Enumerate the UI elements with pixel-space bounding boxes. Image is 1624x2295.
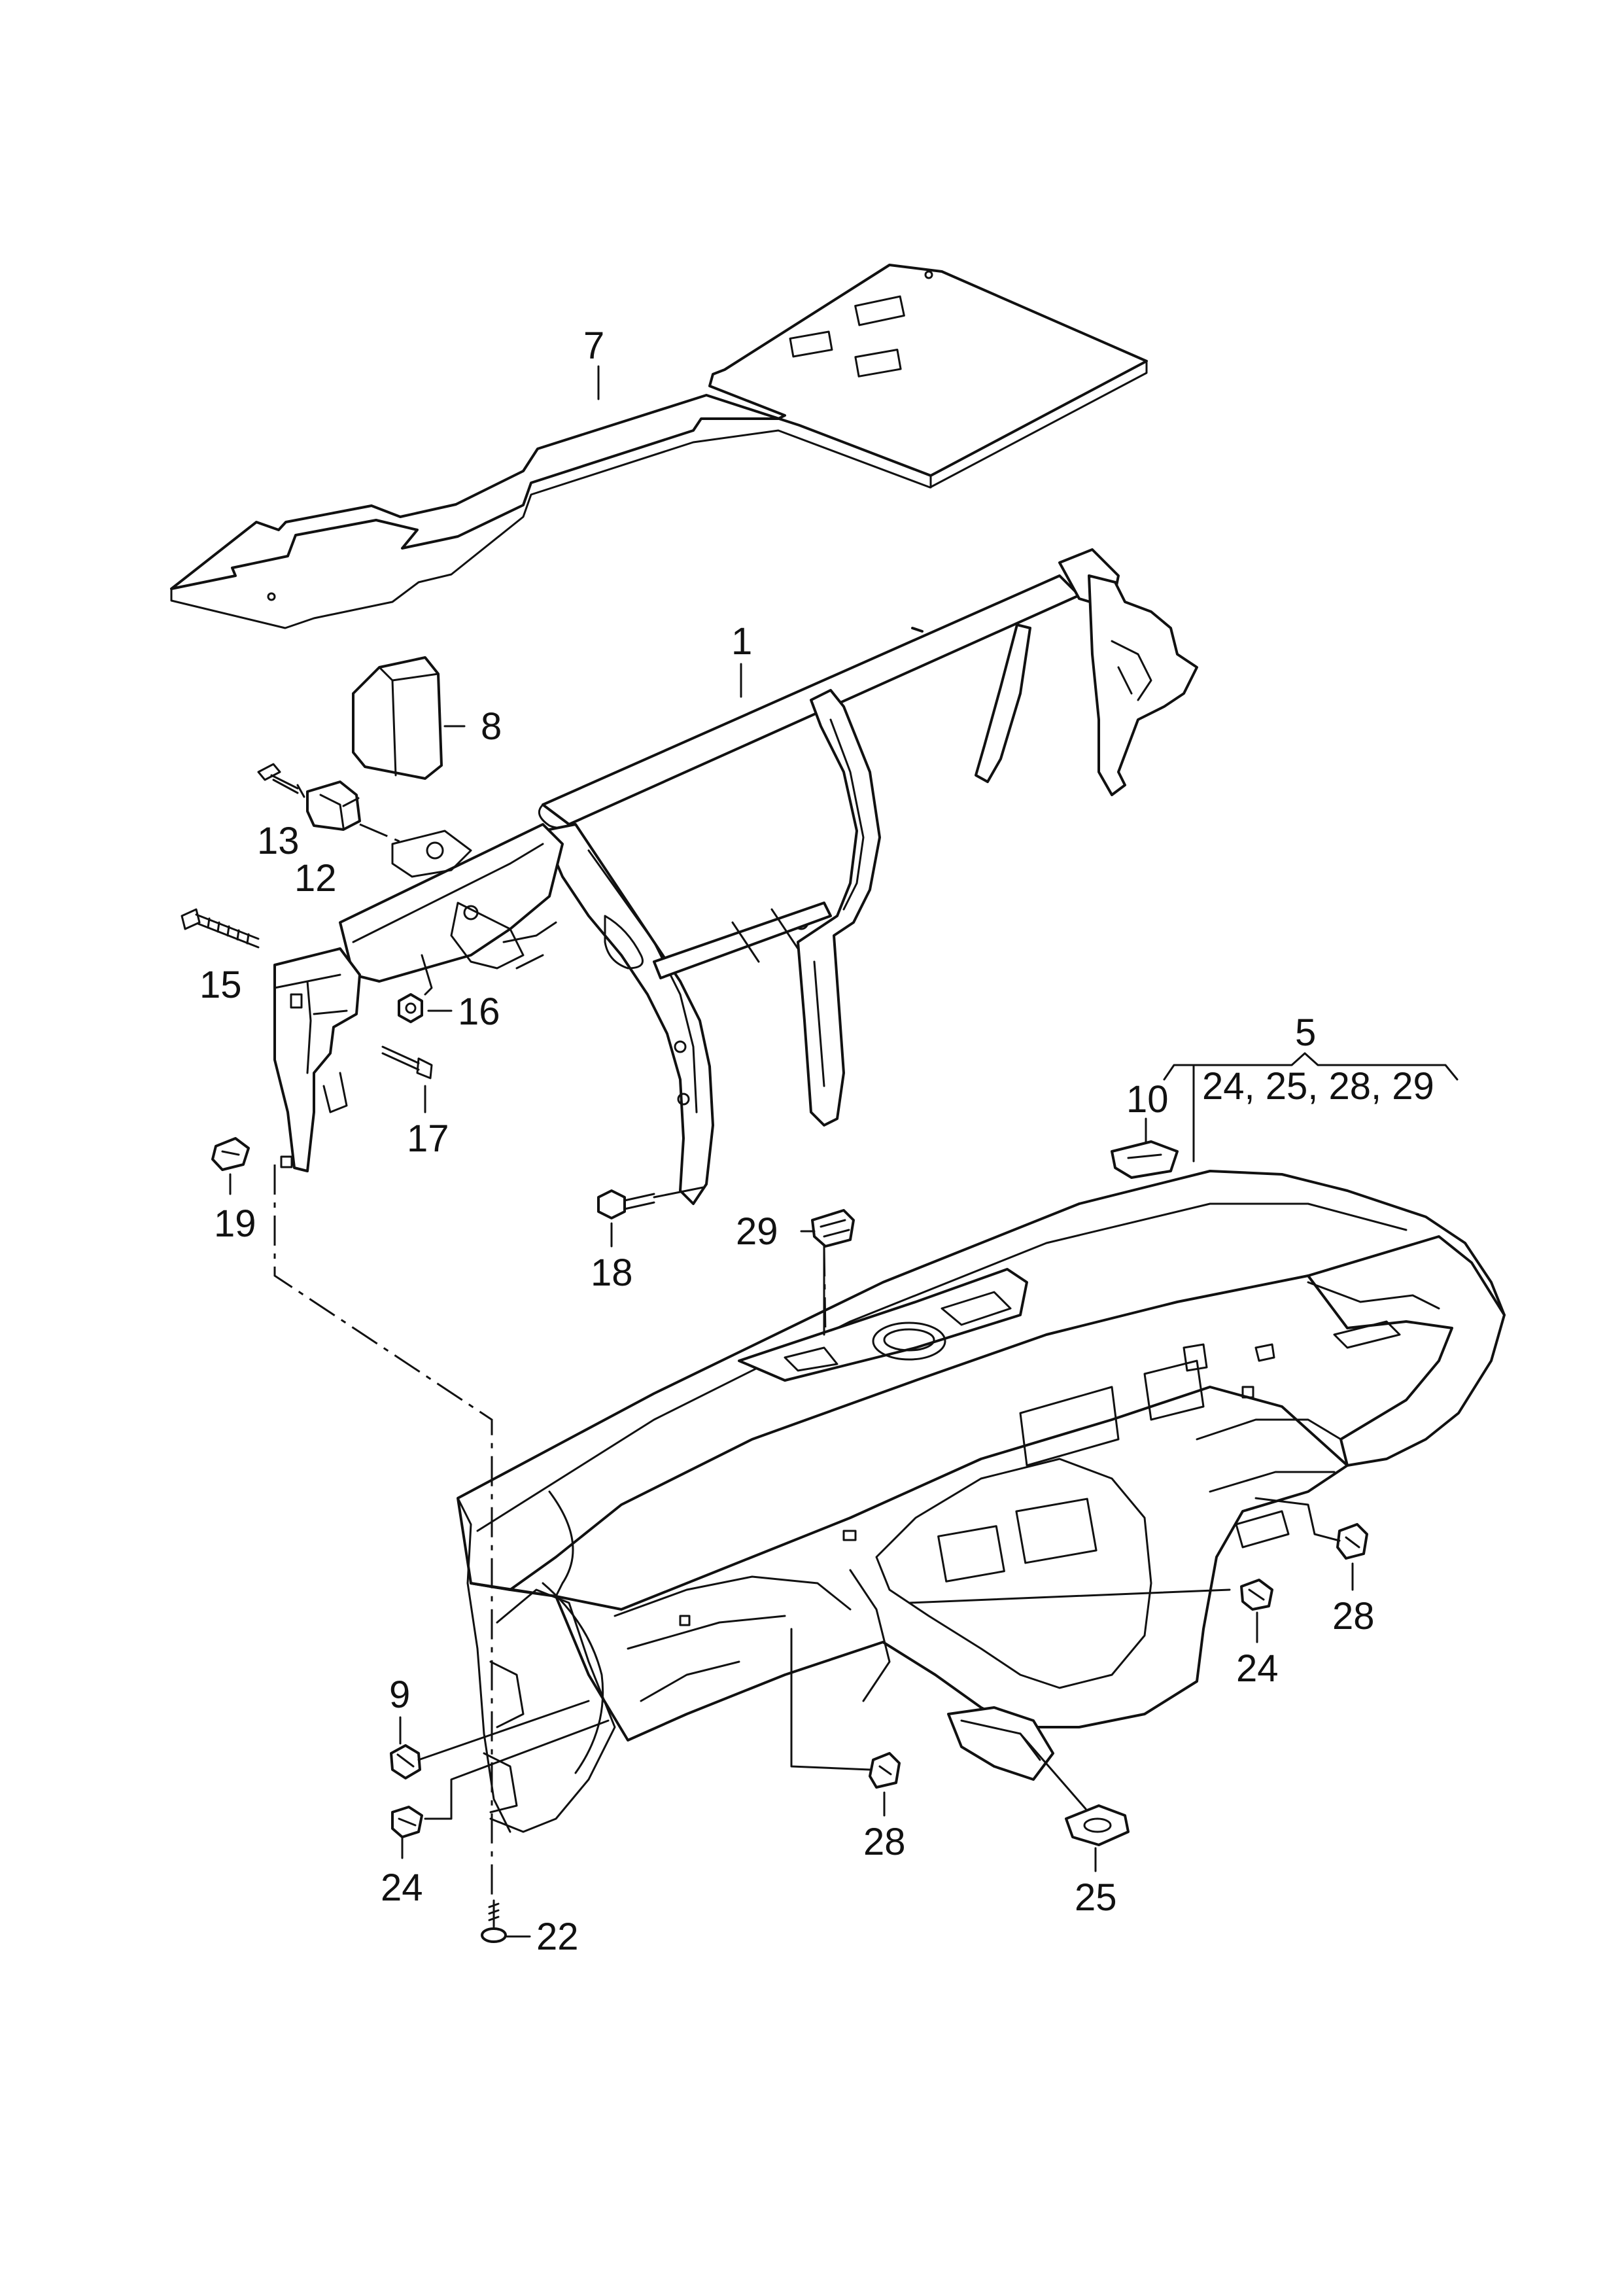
dashboard-part-5: [457, 1170, 1506, 1833]
bolt-part-17: [381, 1045, 433, 1113]
clip-part-24-left: [391, 1806, 423, 1859]
callout-7: 7: [583, 324, 604, 367]
callout-10: 10: [1126, 1078, 1169, 1121]
callout-12: 12: [294, 857, 337, 900]
part5-group-bracket: [1163, 1052, 1459, 1081]
callout-15: 15: [199, 964, 242, 1006]
callout-25: 25: [1075, 1876, 1117, 1919]
callout-8: 8: [481, 705, 502, 748]
callout-18: 18: [591, 1252, 633, 1294]
callout-29: 29: [736, 1210, 778, 1253]
bolt-part-18: [597, 1186, 704, 1248]
callout-9: 9: [389, 1673, 410, 1716]
callout-28-center: 28: [863, 1821, 906, 1863]
callout-28-right: 28: [1332, 1595, 1375, 1638]
bolt-part-13: [257, 763, 305, 798]
bracket-part-12: [306, 780, 406, 845]
callout-13: 13: [257, 820, 300, 862]
callout-17: 17: [407, 1117, 449, 1160]
nut-part-16: [398, 993, 453, 1023]
callout-1: 1: [731, 620, 752, 663]
clip-part-9: [390, 1716, 421, 1779]
clip-part-10: [1111, 1117, 1179, 1179]
callout-22: 22: [536, 1916, 579, 1958]
callout-19: 19: [214, 1202, 256, 1245]
stud-bolt-part-15: [181, 908, 260, 949]
clip-part-28-center: [869, 1752, 901, 1817]
callout-labels: 1 5 24, 25, 28, 29 7 8 9 10 12 13 15 16 …: [199, 324, 1434, 1958]
insulation-mat-part-7: [170, 264, 1148, 629]
clip-part-25: [1065, 1804, 1130, 1872]
leader-lines: [273, 663, 1341, 1897]
foam-block-part-8: [352, 656, 466, 780]
clip-part-29: [800, 1209, 855, 1248]
cross-member-part-1: [273, 548, 1198, 1205]
callout-24-right: 24: [1236, 1647, 1279, 1690]
screw-part-22: [481, 1899, 531, 1943]
clip-part-19: [211, 1137, 250, 1195]
clip-part-24-right: [1240, 1579, 1273, 1643]
callout-5-subparts: 24, 25, 28, 29: [1202, 1065, 1434, 1108]
callout-16: 16: [458, 990, 500, 1033]
clip-part-28-right: [1336, 1523, 1368, 1591]
callout-5: 5: [1295, 1011, 1316, 1054]
callout-24-left: 24: [381, 1866, 423, 1909]
